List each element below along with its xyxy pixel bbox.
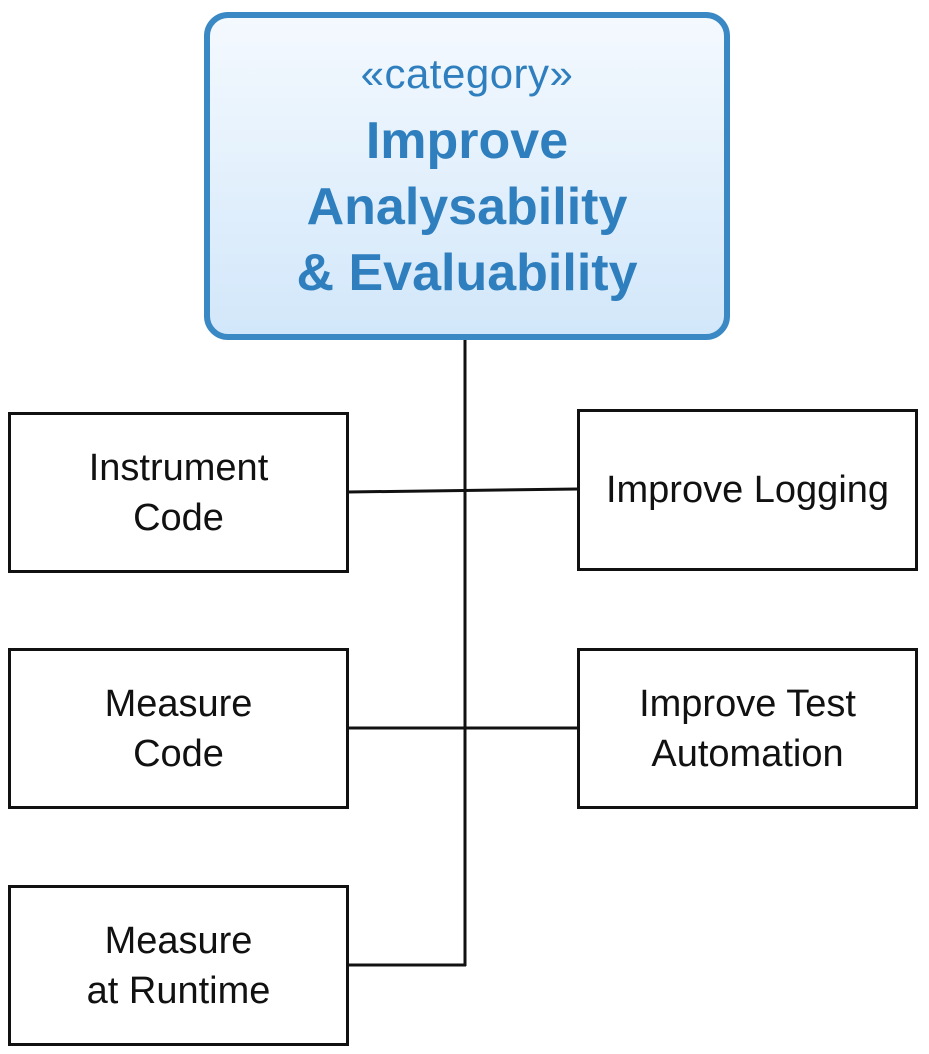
category-title-line: Improve: [365, 112, 569, 170]
node-improve-test-automation: Improve Test Automation: [577, 648, 918, 809]
category-title-line: & Evaluability: [296, 244, 638, 302]
category-node: «category» Improve Analysability & Evalu…: [204, 12, 730, 340]
category-stereotype: «category»: [360, 50, 574, 97]
node-label-line: Instrument: [88, 446, 269, 489]
node-label-line: Measure: [104, 682, 253, 725]
node-label-line: Code: [133, 496, 224, 539]
node-label-line: Improve Logging: [605, 469, 890, 511]
node-label-line: Code: [133, 732, 224, 775]
node-label-line: Measure: [104, 919, 253, 962]
node-label-line: Improve Test: [639, 682, 856, 725]
category-title: Improve Analysability & Evaluability: [210, 108, 724, 306]
category-title-line: Analysability: [306, 178, 628, 236]
node-measure-code: Measure Code: [8, 648, 349, 809]
node-instrument-code: Instrument Code: [8, 412, 349, 573]
node-label-line: Automation: [651, 732, 844, 775]
node-measure-at-runtime: Measure at Runtime: [8, 885, 349, 1046]
connector-instrument-code-to-improve-logging: [347, 487, 579, 494]
node-improve-logging: Improve Logging: [577, 409, 918, 571]
node-label-line: at Runtime: [86, 969, 271, 1012]
